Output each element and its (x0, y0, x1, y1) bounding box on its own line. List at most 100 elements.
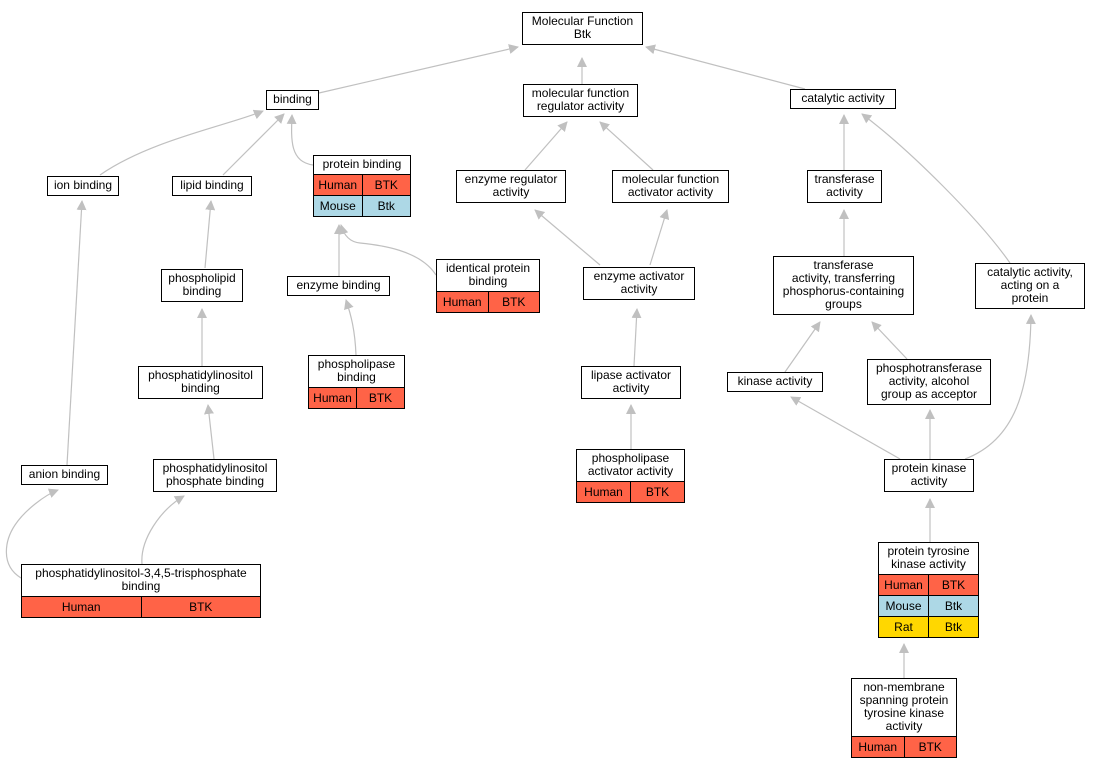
node-label: transferase activity, transferring phosp… (782, 258, 905, 311)
species-cell: Rat (894, 620, 913, 634)
node-transferase-activity[interactable]: transferase activity (807, 170, 882, 203)
edge-kinase-to-transphos (784, 321, 821, 373)
node-label: kinase activity (737, 374, 813, 388)
node-catalytic-activity-acting-on-a-protein[interactable]: catalytic activity, acting on a protein (975, 263, 1085, 309)
gene-cell: BTK (928, 575, 978, 595)
node-protein-kinase-activity[interactable]: protein kinase activity (884, 459, 974, 492)
node-molecular-function[interactable]: Molecular Function Btk (522, 12, 643, 45)
gene-cell: Btk (928, 617, 978, 637)
node-lipid-binding[interactable]: lipid binding (172, 176, 252, 196)
node-anion-binding[interactable]: anion binding (21, 465, 108, 485)
node-label: ion binding (53, 178, 113, 192)
edge-photrans-to-transphos (871, 321, 908, 360)
gene-cell: Btk (928, 596, 978, 616)
species-cell: Human (442, 295, 482, 309)
node-lipase-activator-activity[interactable]: lipase activator activity (581, 366, 681, 399)
node-label: protein binding (322, 157, 402, 171)
node-label: enzyme regulator activity (464, 172, 558, 199)
species-cell: Human (313, 391, 352, 405)
node-label: catalytic activity, acting on a protein (987, 265, 1073, 305)
edge-cat-to-mf (645, 44, 806, 90)
node-label: lipase activator activity (590, 368, 672, 395)
node-label: enzyme binding (296, 278, 381, 292)
node-label: phospholipase binding (317, 357, 396, 384)
species-cell: Mouse (885, 599, 922, 613)
node-catalytic-activity[interactable]: catalytic activity (790, 89, 896, 109)
edge-binding-to-mf (318, 44, 519, 94)
node-label: protein tyrosine kinase activity (887, 544, 970, 571)
edge-anion-to-ion (66, 200, 87, 466)
node-binding[interactable]: binding (266, 90, 319, 110)
species-row: Human BTK (309, 387, 404, 408)
node-label: protein kinase activity (891, 461, 967, 488)
node-transferase-activity-transferring-phosphorus-containing-groups[interactable]: transferase activity, transferring phosp… (773, 256, 914, 315)
edge-mfaa-to-mfra (599, 121, 654, 171)
gene-cell: BTK (140, 597, 261, 617)
gene-cell: BTK (487, 292, 540, 312)
node-kinase-activity[interactable]: kinase activity (727, 372, 823, 392)
edge-lipid-to-binding (222, 113, 285, 176)
node-phospholipid-binding[interactable]: phospholipid binding (161, 269, 243, 302)
gene-cell: BTK (356, 388, 404, 408)
edge-identical-to-protein (338, 224, 437, 276)
node-molecular-function-activator-activity[interactable]: molecular function activator activity (612, 170, 729, 203)
species-row: Human BTK (879, 574, 978, 595)
node-label: binding (273, 92, 312, 106)
node-label: phospholipid binding (168, 271, 236, 298)
node-label: catalytic activity (801, 91, 885, 105)
edge-enzact-to-mfaa (649, 209, 670, 266)
node-label: phospholipase activator activity (587, 451, 674, 478)
gene-cell: BTK (630, 482, 684, 502)
node-enzyme-activator-activity[interactable]: enzyme activator activity (583, 267, 695, 300)
node-label: phosphatidylinositol-3,4,5-trisphosphate… (35, 566, 247, 593)
species-row: Rat Btk (879, 616, 978, 637)
node-label: identical protein binding (445, 261, 531, 288)
edge-ion-to-binding (99, 109, 264, 176)
node-label: phosphatidylinositol binding (148, 368, 253, 395)
node-phosphatidylinositol-binding[interactable]: phosphatidylinositol binding (138, 366, 263, 399)
edge-pka-to-catprot (964, 314, 1036, 460)
edge-phospholipid-to-lipid (204, 200, 216, 269)
edge-plbind-to-enzbind (344, 299, 357, 356)
node-label: transferase activity (814, 172, 875, 199)
node-non-membrane-spanning-protein-tyrosine-kinase-activity[interactable]: non-membrane spanning protein tyrosine k… (851, 678, 957, 758)
node-enzyme-binding[interactable]: enzyme binding (287, 276, 390, 296)
species-cell: Human (61, 600, 101, 614)
species-row: Human BTK (437, 291, 539, 312)
edge-lipaseact-to-enzact (631, 308, 642, 367)
node-label: molecular function activator activity (621, 172, 720, 199)
species-row: Human BTK (22, 596, 260, 617)
edge-pip3-to-pip (141, 495, 185, 565)
node-label: lipid binding (180, 178, 244, 192)
node-molecular-function-regulator-activity[interactable]: molecular function regulator activity (523, 84, 638, 117)
edge-protein-to-binding (286, 114, 314, 166)
node-label: enzyme activator activity (593, 269, 685, 296)
edge-pip3-to-anion (5, 488, 59, 579)
node-enzyme-regulator-activity[interactable]: enzyme regulator activity (456, 170, 566, 203)
edge-enzreg-to-mfra (524, 121, 568, 171)
node-label: non-membrane spanning protein tyrosine k… (859, 680, 949, 733)
node-phosphatidylinositol-345-trisphosphate-binding[interactable]: phosphatidylinositol-3,4,5-trisphosphate… (21, 564, 261, 618)
node-phosphotransferase-activity-alcohol-group-as-acceptor[interactable]: phosphotransferase activity, alcohol gro… (867, 359, 991, 405)
node-label: phosphatidylinositol phosphate binding (162, 461, 268, 488)
edge-pka-to-kinase (790, 396, 901, 460)
species-cell: Human (884, 578, 923, 592)
gene-cell: BTK (361, 175, 411, 195)
node-phosphatidylinositol-phosphate-binding[interactable]: phosphatidylinositol phosphate binding (153, 459, 277, 492)
node-label: anion binding (28, 467, 101, 481)
species-cell: Human (858, 740, 898, 754)
species-cell: Mouse (319, 199, 356, 213)
node-label: molecular function regulator activity (531, 86, 630, 113)
node-ion-binding[interactable]: ion binding (47, 176, 119, 196)
node-label: phosphotransferase activity, alcohol gro… (875, 361, 983, 401)
edge-catprot-to-cat (861, 113, 1011, 264)
species-cell: Human (318, 178, 358, 192)
